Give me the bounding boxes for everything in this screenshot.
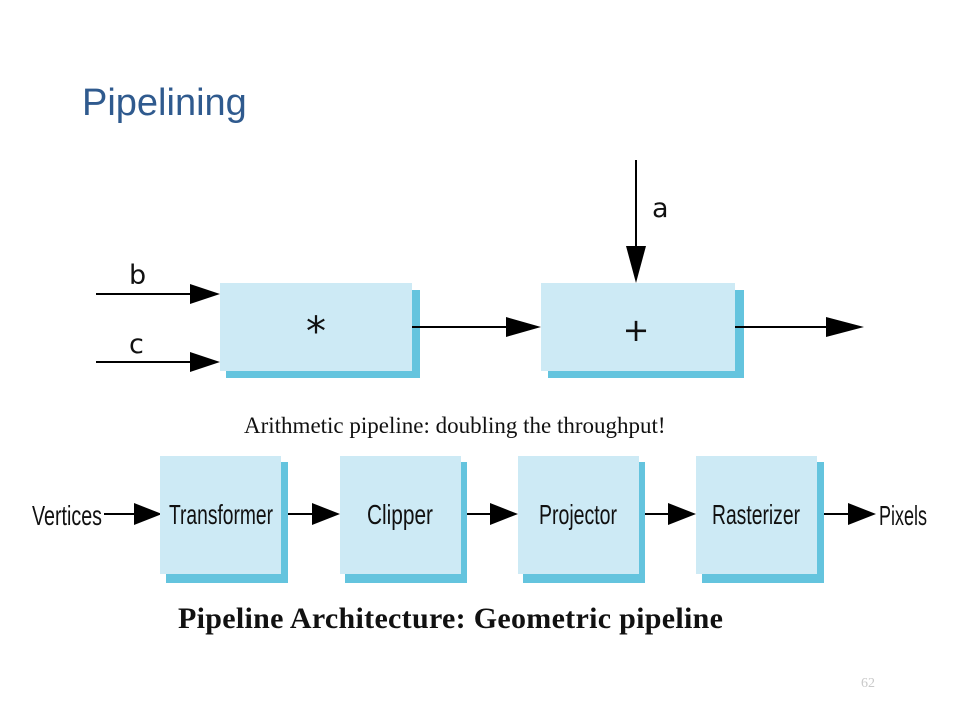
clipper-label: Clipper <box>367 499 433 530</box>
adder-output-arrow <box>735 317 864 337</box>
projector-stage: Projector <box>518 456 645 583</box>
pipeline-output-label: Pixels <box>879 500 927 531</box>
input-c-arrow <box>96 352 220 372</box>
input-c-label: c <box>129 329 144 360</box>
add-box: + <box>541 283 744 378</box>
page-number: 62 <box>861 676 875 691</box>
rasterizer-to-pixels-arrow <box>824 503 876 525</box>
pipeline-input-label: Vertices <box>32 500 102 531</box>
add-operator: + <box>623 311 650 349</box>
geometric-pipeline-caption: Pipeline Architecture: Geometric pipelin… <box>178 602 724 635</box>
input-b-arrow <box>96 284 220 304</box>
input-a-label: a <box>652 193 669 224</box>
multiply-to-add-arrow <box>412 317 541 337</box>
vertices-to-transformer-arrow <box>104 503 162 525</box>
multiply-box: * <box>220 283 420 378</box>
rasterizer-label: Rasterizer <box>712 499 800 530</box>
geometric-pipeline: Vertices Transformer Clipper <box>32 456 927 583</box>
arithmetic-pipeline: * + b c <box>96 160 864 378</box>
input-a-arrow <box>626 160 646 283</box>
transformer-label: Transformer <box>169 499 273 530</box>
clipper-to-projector-arrow <box>467 503 518 525</box>
multiply-operator: * <box>306 309 326 355</box>
projector-label: Projector <box>539 499 617 530</box>
projector-to-rasterizer-arrow <box>645 503 696 525</box>
transformer-to-clipper-arrow <box>288 503 340 525</box>
clipper-stage: Clipper <box>340 456 467 583</box>
rasterizer-stage: Rasterizer <box>696 456 824 583</box>
transformer-stage: Transformer <box>160 456 288 583</box>
slide-title: Pipelining <box>82 82 247 124</box>
arithmetic-pipeline-caption: Arithmetic pipeline: doubling the throug… <box>244 413 666 438</box>
input-b-label: b <box>129 260 146 291</box>
